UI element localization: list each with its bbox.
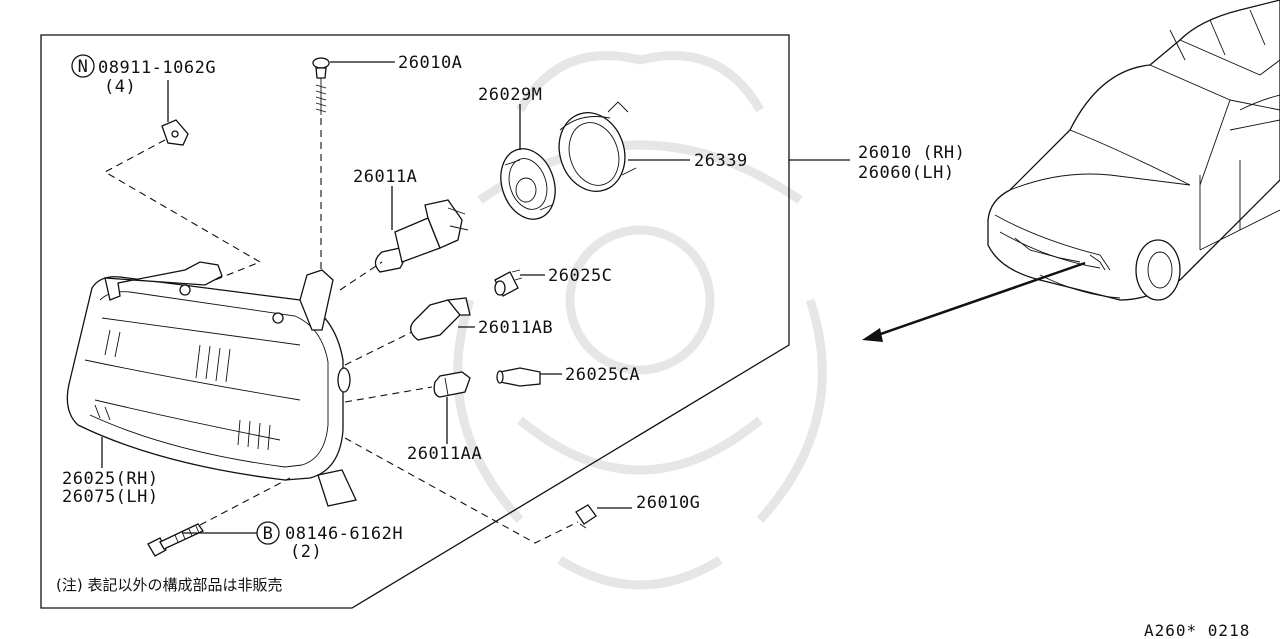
clip [575,504,597,529]
seal-ring [558,101,637,192]
assembly-lh-part-number: 26060(LH) [858,163,955,183]
bolt-part-number: 08146-6162H [285,524,403,544]
nut-n-symbol-circle [71,54,95,78]
pointer-arrowhead [862,328,883,342]
parts-frame [40,34,790,609]
housing-lh-part-number: 26075(LH) [62,487,159,507]
flange-bolt [147,523,204,557]
headlamp-bulb [374,199,469,273]
socket-c-part-number: 26025C [548,266,612,286]
socket-cover [500,148,556,220]
clip-part-number: 26010G [636,493,700,513]
housing-rh-part-number: 26025(RH) [62,469,159,489]
socket-cover-part-number: 26029M [478,85,542,105]
socket-ca-part-number: 26025CA [565,365,640,385]
nut-part-number: 08911-1062G [98,58,216,78]
bolt-b-symbol-circle [256,521,280,545]
socket-c [494,269,523,297]
seal-ring-part-number: 26339 [694,151,748,171]
screw-part-number: 26010A [398,53,462,73]
diagram-code: A260* 0218 [1144,621,1250,639]
bulb-aa-part-number: 26011AA [407,444,482,464]
nut-quantity: (4) [104,77,136,97]
bolt-quantity: (2) [290,542,322,562]
bulb-ab [410,297,471,341]
note-text: (注) 表記以外の構成部品は非販売 [56,576,282,594]
pointer-arrow-line [871,261,1086,339]
assembly-rh-part-number: 26010 (RH) [858,143,965,163]
nut-n-symbol: N [78,57,89,77]
headlamp-housing [66,261,357,507]
car-illustration [987,0,1280,301]
bulb-ab-part-number: 26011AB [478,318,553,338]
bolt-b-symbol: B [263,524,274,544]
aiming-screw [312,57,330,115]
bulb-aa [433,371,471,398]
bulb-main-part-number: 26011A [353,167,417,187]
flange-nut [161,119,189,146]
socket-ca [496,367,541,387]
